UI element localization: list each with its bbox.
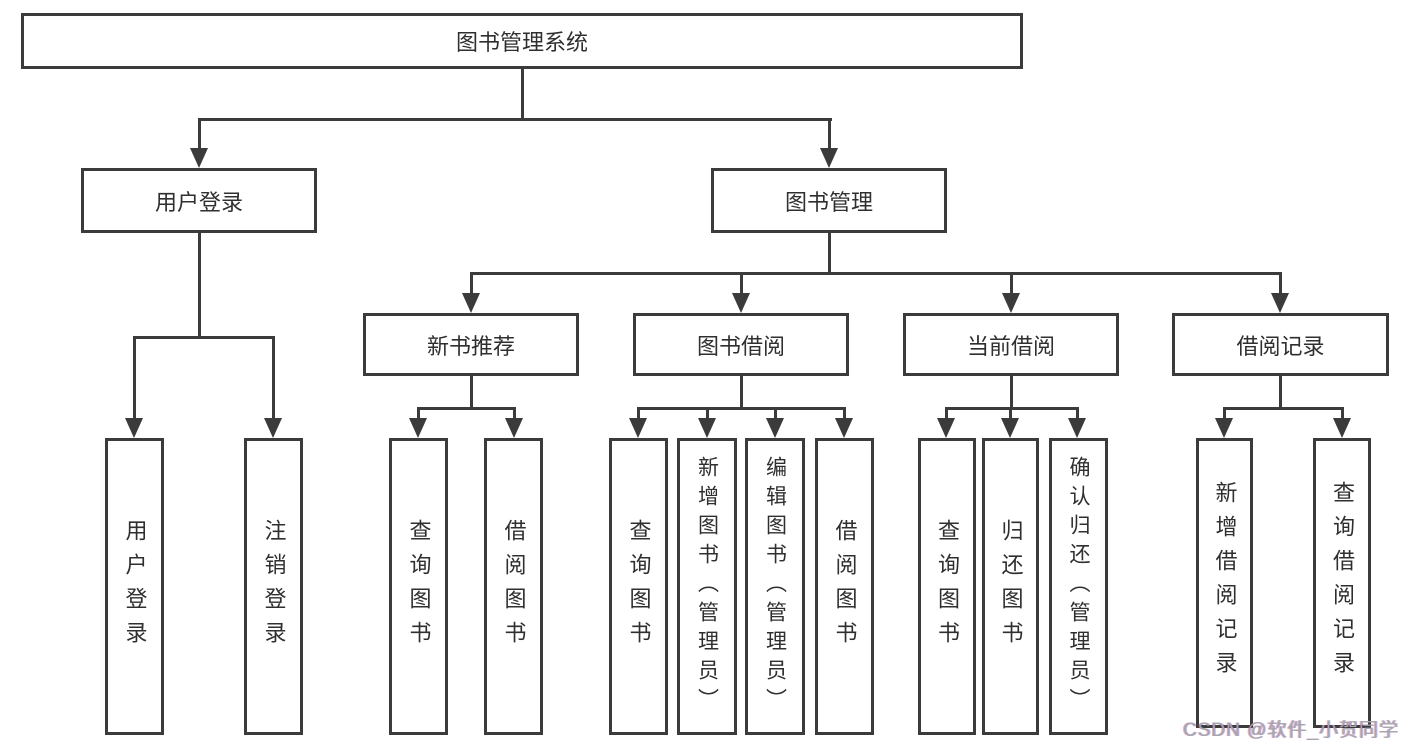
connector-line <box>1010 376 1013 410</box>
arrow-down-icon <box>698 418 716 438</box>
connector-line <box>740 376 743 410</box>
node-borrowing-records: 借阅记录 <box>1172 313 1389 376</box>
arrow-down-icon <box>1001 418 1019 438</box>
arrow-down-icon <box>505 418 523 438</box>
arrow-down-icon <box>125 418 143 438</box>
arrow-down-icon <box>409 418 427 438</box>
leaf-logout: 注销登录 <box>244 438 303 735</box>
connector-line <box>470 272 1282 275</box>
connector-line <box>1009 407 1012 420</box>
node-book-borrowing: 图书借阅 <box>633 313 849 376</box>
connector-line <box>637 407 846 410</box>
connector-line <box>637 407 640 420</box>
connector-line <box>945 407 1079 410</box>
node-user-login: 用户登录 <box>81 168 317 233</box>
connector-line <box>740 272 743 295</box>
connector-line <box>133 336 275 339</box>
connector-line <box>521 69 524 118</box>
connector-line <box>470 376 473 410</box>
arrow-down-icon <box>766 418 784 438</box>
connector-line <box>417 407 420 420</box>
arrow-down-icon <box>1068 418 1086 438</box>
connector-line <box>470 272 473 295</box>
connector-line <box>513 407 516 420</box>
arrow-down-icon <box>1002 293 1020 313</box>
node-library-management-system: 图书管理系统 <box>21 13 1023 69</box>
node-new-book-recommendation: 新书推荐 <box>363 313 579 376</box>
arrow-down-icon <box>820 148 838 168</box>
arrow-down-icon <box>629 418 647 438</box>
arrow-down-icon <box>462 293 480 313</box>
leaf-br-add-record: 新增借阅记录 <box>1196 438 1253 728</box>
arrow-down-icon <box>835 418 853 438</box>
connector-line <box>1279 376 1282 410</box>
connector-line <box>945 407 948 420</box>
connector-line <box>133 336 136 420</box>
connector-line <box>828 233 831 275</box>
arrow-down-icon <box>732 293 750 313</box>
arrow-down-icon <box>937 418 955 438</box>
connector-line <box>774 407 777 420</box>
leaf-bb-query-books: 查询图书 <box>609 438 668 735</box>
arrow-down-icon <box>1271 293 1289 313</box>
node-book-management: 图书管理 <box>711 168 947 233</box>
arrow-down-icon <box>1333 418 1351 438</box>
arrow-down-icon <box>1215 418 1233 438</box>
connector-line <box>1223 407 1344 410</box>
leaf-nb-borrow-books: 借阅图书 <box>484 438 543 735</box>
arrow-down-icon <box>190 148 208 168</box>
connector-line <box>1076 407 1079 420</box>
leaf-cb-return-books: 归还图书 <box>982 438 1039 735</box>
leaf-cb-confirm-return-admin: 确认归还（管理员） <box>1049 438 1108 735</box>
connector-line <box>198 118 201 151</box>
leaf-nb-query-books: 查询图书 <box>389 438 448 735</box>
connector-line <box>198 233 201 339</box>
connector-line <box>828 118 831 151</box>
leaf-bb-borrow-books: 借阅图书 <box>815 438 874 735</box>
csdn-watermark: CSDN @软件_小贺同学 <box>1183 720 1399 741</box>
connector-line <box>706 407 709 420</box>
leaf-bb-edit-books-admin: 编辑图书（管理员） <box>745 438 805 735</box>
connector-line <box>272 336 275 420</box>
leaf-bb-add-books-admin: 新增图书（管理员） <box>677 438 737 735</box>
leaf-br-query-record: 查询借阅记录 <box>1313 438 1371 728</box>
connector-line <box>1279 272 1282 295</box>
connector-line <box>417 407 516 410</box>
connector-line <box>198 118 832 121</box>
node-current-borrowing: 当前借阅 <box>903 313 1119 376</box>
leaf-user-login: 用户登录 <box>105 438 164 735</box>
connector-line <box>843 407 846 420</box>
arrow-down-icon <box>264 418 282 438</box>
leaf-cb-query-books: 查询图书 <box>918 438 976 735</box>
connector-line <box>1223 407 1226 420</box>
connector-line <box>1341 407 1344 420</box>
connector-line <box>1010 272 1013 295</box>
